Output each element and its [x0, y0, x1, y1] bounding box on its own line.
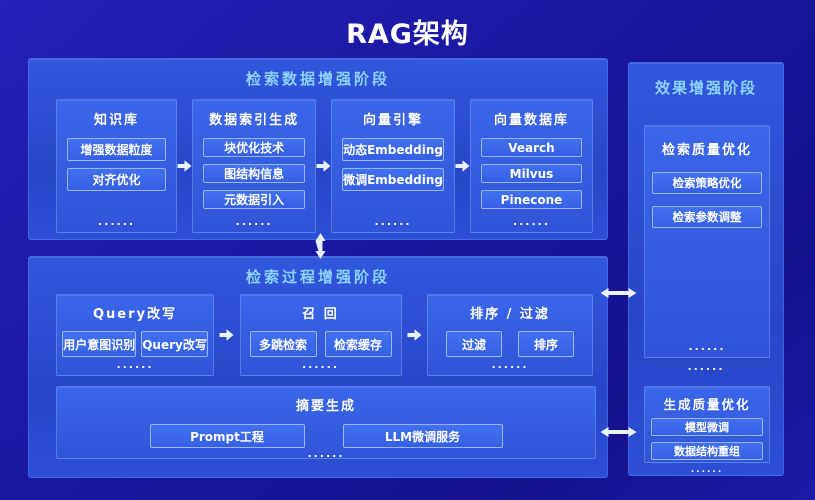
- list-item: 块优化技术: [203, 138, 306, 157]
- ellipsis-more: ......: [116, 358, 154, 371]
- box-data-index-generation: 数据索引生成 块优化技术 图结构信息 元数据引入 ......: [192, 99, 317, 233]
- ellipsis-more: ......: [512, 215, 551, 228]
- panel-retrieval-process-header: 检索过程增强阶段: [245, 268, 390, 286]
- panel-retrieval-process-enhancement: 检索过程增强阶段 Query改写 用户意图识别 Query改写 ...... 召…: [28, 256, 608, 478]
- list-item: Pinecone: [480, 190, 582, 209]
- box-generation-quality-optimization: 生成质量优化 模型微调 数据结构重组 ......: [644, 386, 770, 475]
- box-title: 向量数据库: [493, 113, 569, 128]
- list-item: 检索参数调整: [652, 206, 762, 228]
- list-item: 用户意图识别: [62, 331, 137, 357]
- flow-arrow-horizontal-double-icon: [600, 287, 637, 299]
- list-item: 检索缓存: [324, 331, 392, 357]
- flow-arrow-right-icon: [316, 99, 331, 233]
- ellipsis-more: ......: [688, 340, 726, 353]
- box-vector-database: 向量数据库 Vearch Milvus Pinecone ......: [469, 99, 593, 233]
- ellipsis-more: ......: [235, 215, 273, 228]
- list-item: LLM微调服务: [342, 424, 503, 448]
- flow-arrow-right-icon: [177, 99, 192, 233]
- box-sort-filter: 排序 / 过滤 过滤 排序 ......: [427, 294, 593, 376]
- box-title: 检索质量优化: [661, 143, 752, 158]
- panel-retrieval-data-header: 检索数据增强阶段: [245, 70, 390, 88]
- box-title: 数据索引生成: [209, 113, 300, 128]
- box-vector-engine: 向量引擎 动态Embedding 微调Embedding ......: [331, 99, 455, 233]
- ellipsis-more: ......: [687, 360, 725, 373]
- panel-effect-header: 效果增强阶段: [654, 79, 757, 97]
- box-summary-generation: 摘要生成 Prompt工程 LLM微调服务 ......: [56, 386, 596, 459]
- flow-arrow-vertical-double-icon: [313, 233, 328, 259]
- box-title: 排序 / 过滤: [470, 307, 550, 322]
- ellipsis-more: ......: [690, 465, 724, 475]
- list-item: 增强数据粒度: [67, 138, 167, 161]
- list-item: Milvus: [480, 164, 582, 183]
- list-item: 模型微调: [651, 418, 763, 436]
- box-knowledge-base: 知识库 增强数据粒度 对齐优化 ......: [56, 99, 178, 233]
- list-item: 动态Embedding: [342, 138, 444, 161]
- list-item: Query改写: [141, 331, 208, 357]
- list-item: 微调Embedding: [342, 168, 444, 191]
- box-title: 知识库: [94, 113, 140, 128]
- retrieval-process-box-row: Query改写 用户意图识别 Query改写 ...... 召 回 多跳检索 检…: [56, 294, 593, 376]
- panel-retrieval-data-enhancement: 检索数据增强阶段 知识库 增强数据粒度 对齐优化 ...... 数据索引生成 块…: [28, 58, 608, 240]
- list-item: 元数据引入: [203, 190, 306, 209]
- box-title: Query改写: [92, 307, 177, 322]
- item-row: 过滤 排序: [428, 331, 592, 357]
- flow-arrow-horizontal-double-icon: [600, 426, 637, 438]
- list-item: 检索策略优化: [652, 172, 762, 194]
- box-title: 摘要生成: [295, 399, 356, 414]
- ellipsis-more: ......: [307, 447, 345, 460]
- ellipsis-more: ......: [374, 215, 412, 228]
- page-title: RAG架构: [346, 19, 469, 50]
- flow-arrow-right-icon: [402, 294, 428, 376]
- item-row: 用户意图识别 Query改写: [57, 331, 213, 357]
- box-title: 向量引擎: [363, 113, 424, 128]
- box-recall: 召 回 多跳检索 检索缓存 ......: [239, 294, 402, 376]
- list-item: 过滤: [446, 331, 502, 357]
- box-query-rewrite: Query改写 用户意图识别 Query改写 ......: [56, 294, 214, 376]
- list-item: 多跳检索: [249, 331, 317, 357]
- panel-effect-enhancement: 效果增强阶段 检索质量优化 检索策略优化 检索参数调整 ...... .....…: [628, 62, 784, 476]
- item-row: 多跳检索 检索缓存: [241, 331, 401, 357]
- list-item: 对齐优化: [67, 168, 167, 191]
- box-title: 生成质量优化: [663, 397, 751, 412]
- ellipsis-more: ......: [491, 358, 529, 371]
- list-item: Vearch: [480, 138, 582, 157]
- flow-arrow-right-icon: [455, 99, 470, 233]
- ellipsis-more: ......: [301, 358, 340, 371]
- item-row: Prompt工程 LLM微调服务: [57, 424, 595, 448]
- retrieval-data-box-row: 知识库 增强数据粒度 对齐优化 ...... 数据索引生成 块优化技术 图结构信…: [56, 99, 593, 233]
- list-item: 图结构信息: [203, 164, 306, 183]
- box-retrieval-quality-optimization: 检索质量优化 检索策略优化 检索参数调整 ......: [644, 125, 770, 358]
- list-item: 排序: [518, 331, 574, 357]
- flow-arrow-right-icon: [214, 294, 240, 376]
- list-item: Prompt工程: [149, 424, 305, 448]
- list-item: 数据结构重组: [651, 442, 763, 460]
- ellipsis-more: ......: [97, 215, 136, 228]
- box-title: 召 回: [302, 307, 339, 322]
